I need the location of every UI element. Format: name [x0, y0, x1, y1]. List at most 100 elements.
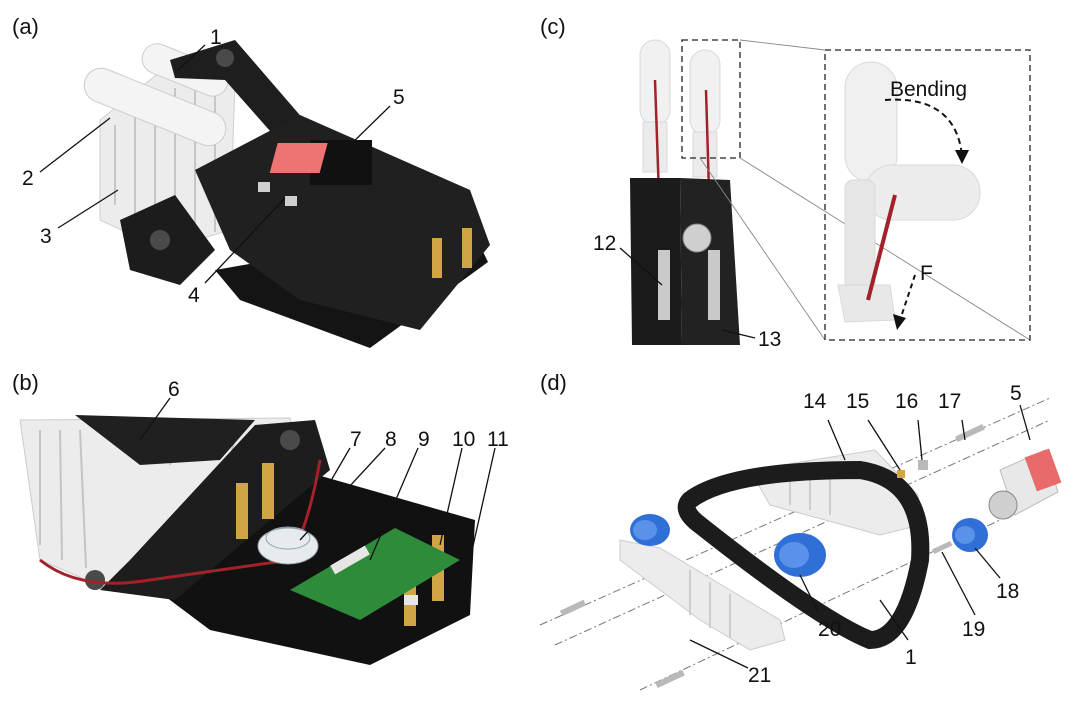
leader-line	[204, 197, 286, 284]
leader-line	[879, 599, 909, 641]
panel-d: (d)	[539, 370, 1062, 691]
callout-11: 11	[487, 428, 509, 451]
leader-line	[867, 419, 901, 471]
finger-joint	[844, 179, 876, 291]
leader-line	[1019, 404, 1031, 441]
leader-line	[177, 44, 206, 71]
motor-sensor	[1024, 448, 1062, 492]
gear	[630, 514, 670, 546]
callout-12: 12	[593, 232, 616, 255]
side-plate-white	[619, 539, 786, 651]
force-label: F	[920, 262, 933, 285]
callout-3: 3	[40, 225, 52, 248]
tendon-wire	[39, 459, 322, 585]
slider-rail	[658, 250, 670, 320]
clear-pulley	[257, 527, 319, 565]
callout-10: 10	[452, 428, 475, 451]
tendon-wire	[866, 194, 897, 301]
leader-line	[917, 419, 923, 461]
callout-1: 1	[905, 646, 917, 669]
finger-segment	[692, 131, 718, 178]
bending-arrow	[884, 98, 963, 156]
finger-cylinder	[83, 67, 227, 147]
frame-hole	[150, 230, 170, 250]
leader-line	[439, 447, 463, 546]
leader-line	[307, 447, 351, 521]
callout-18: 18	[996, 580, 1019, 603]
panel-d-label: (d)	[540, 370, 567, 395]
callout-20: 20	[818, 618, 841, 641]
sensor-face	[269, 143, 328, 173]
gear	[774, 533, 826, 577]
callout-5: 5	[1010, 382, 1022, 405]
zoom-source-box	[681, 39, 741, 159]
frame-hole	[280, 430, 300, 450]
callout-5: 5	[393, 86, 405, 109]
callout-14: 14	[803, 390, 827, 413]
motor-flange	[988, 490, 1018, 520]
bearing	[918, 460, 928, 470]
leader-line	[619, 247, 663, 286]
callout-8: 8	[385, 428, 397, 451]
brass-standoff	[262, 463, 274, 519]
callout-16: 16	[895, 390, 918, 413]
screw	[932, 540, 953, 554]
callout-15: 15	[846, 390, 869, 413]
leader-line	[139, 397, 171, 441]
carbon-strap	[75, 415, 255, 465]
pcb-connector	[404, 595, 418, 605]
panel-c: (c) Bending F	[540, 14, 1031, 351]
panel-b: (b) 6 7 8	[12, 370, 509, 665]
frame-hole	[85, 570, 105, 590]
brass-standoff	[432, 238, 442, 278]
leader-line	[369, 447, 419, 561]
panel-a-label: (a)	[12, 14, 39, 39]
callout-9: 9	[418, 428, 430, 451]
clear-pulley-top	[265, 526, 311, 550]
panel-c-label: (c)	[540, 14, 566, 39]
zoom-guide-line	[739, 157, 1031, 341]
finger-segment	[642, 121, 668, 173]
leader-line	[799, 574, 819, 613]
screw	[655, 669, 685, 689]
callout-6: 6	[168, 378, 180, 401]
zoom-guide-line	[739, 39, 826, 51]
leader-line	[689, 639, 749, 669]
gear	[952, 518, 988, 552]
panel-a: (a)	[12, 14, 490, 348]
callout-1: 1	[210, 26, 222, 49]
leader-line	[721, 329, 756, 339]
spool-disk	[682, 223, 712, 253]
actuator-housing	[630, 178, 682, 345]
connector	[285, 196, 297, 206]
carbon-belt	[677, 460, 930, 650]
leader-line	[39, 117, 111, 173]
housing-body	[195, 115, 490, 330]
callout-13: 13	[758, 328, 781, 351]
leader-line	[344, 105, 391, 151]
leader-line	[461, 447, 496, 596]
finger-base	[837, 284, 896, 323]
force-arrowhead	[893, 314, 906, 330]
brass-standoff	[462, 228, 472, 268]
finger-tip-bent	[864, 164, 981, 221]
callout-4: 4	[188, 284, 200, 307]
callout-17: 17	[938, 390, 961, 413]
leader-line	[827, 419, 846, 461]
leader-line	[299, 447, 386, 541]
screw	[559, 599, 587, 617]
callout-19: 19	[962, 618, 985, 641]
bending-arrowhead	[955, 150, 969, 164]
zoom-detail-box	[824, 49, 1031, 341]
screw	[955, 423, 985, 443]
leader-line	[941, 551, 976, 616]
bending-label: Bending	[890, 78, 967, 101]
leader-line	[961, 419, 966, 441]
bearing	[897, 470, 905, 478]
callout-21: 21	[748, 664, 771, 687]
frame-hole	[216, 49, 234, 67]
panel-b-label: (b)	[12, 370, 39, 395]
callout-7: 7	[350, 428, 362, 451]
force-arrow	[899, 274, 916, 321]
